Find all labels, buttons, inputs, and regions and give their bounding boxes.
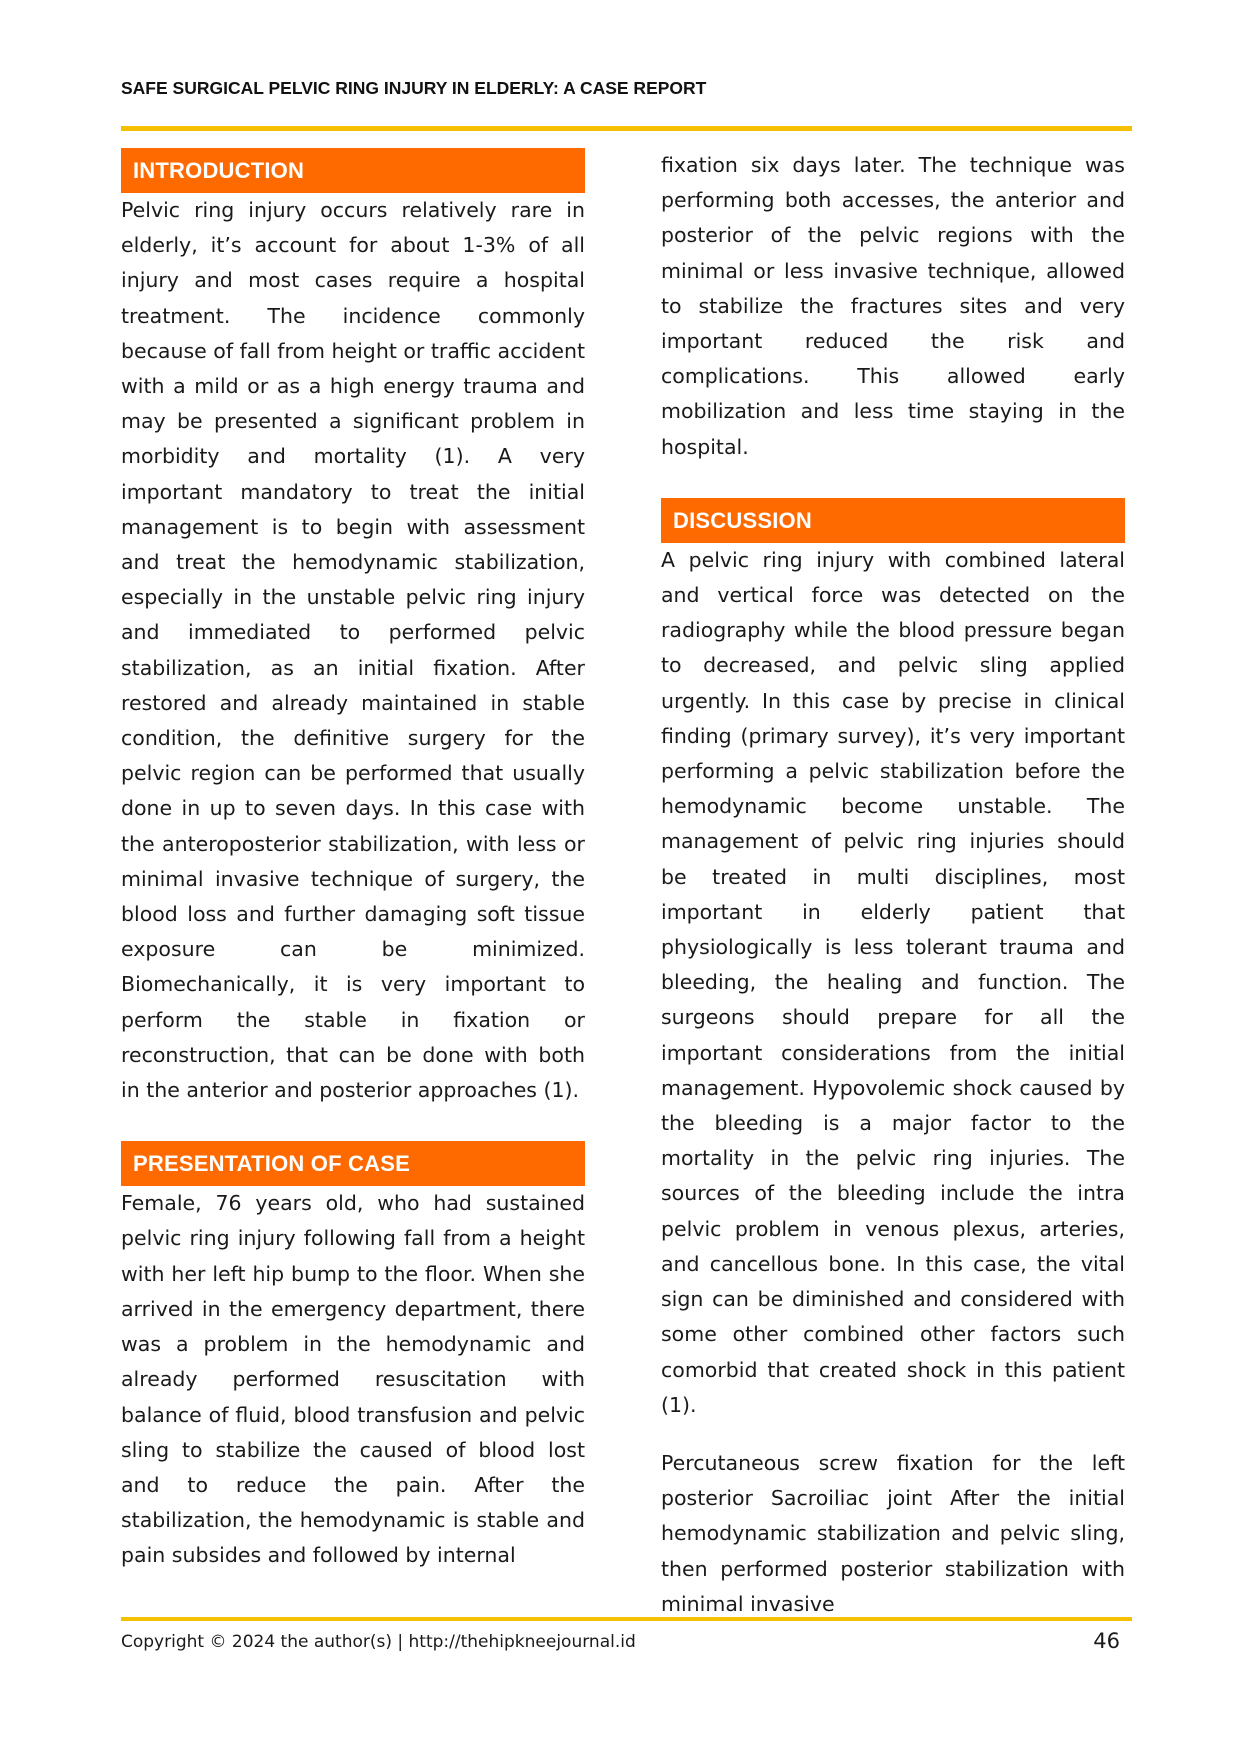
discussion-paragraph-1: A pelvic ring injury with combined later… [661,547,1125,1417]
paragraph-spacer [661,1423,1125,1446]
introduction-text: Pelvic ring injury occurs relatively rar… [121,198,585,1103]
discussion-heading: DISCUSSION [661,497,1125,543]
introduction-heading: INTRODUCTION [121,148,585,193]
right-column: fixation six days later. The technique w… [661,148,1125,1622]
presentation-text: Female, 76 years old, who had sustained … [121,1191,585,1568]
left-column: INTRODUCTION Pelvic ring injury occurs r… [121,148,585,1574]
section-spacer [121,1108,585,1141]
footer-copyright: Copyright © 2024 the author(s) | http://… [121,1632,636,1652]
footer-rule [121,1617,1132,1621]
presentation-continuation-text: fixation six days later. The technique w… [661,153,1125,459]
presentation-heading: PRESENTATION OF CASE [121,1141,585,1187]
section-spacer [661,465,1125,498]
discussion-paragraph-2: Percutaneous screw fixation for the left… [661,1450,1125,1616]
page-number: 46 [1093,1629,1120,1653]
header-rule [121,126,1132,131]
running-title: SAFE SURGICAL PELVIC RING INJURY IN ELDE… [121,78,707,98]
